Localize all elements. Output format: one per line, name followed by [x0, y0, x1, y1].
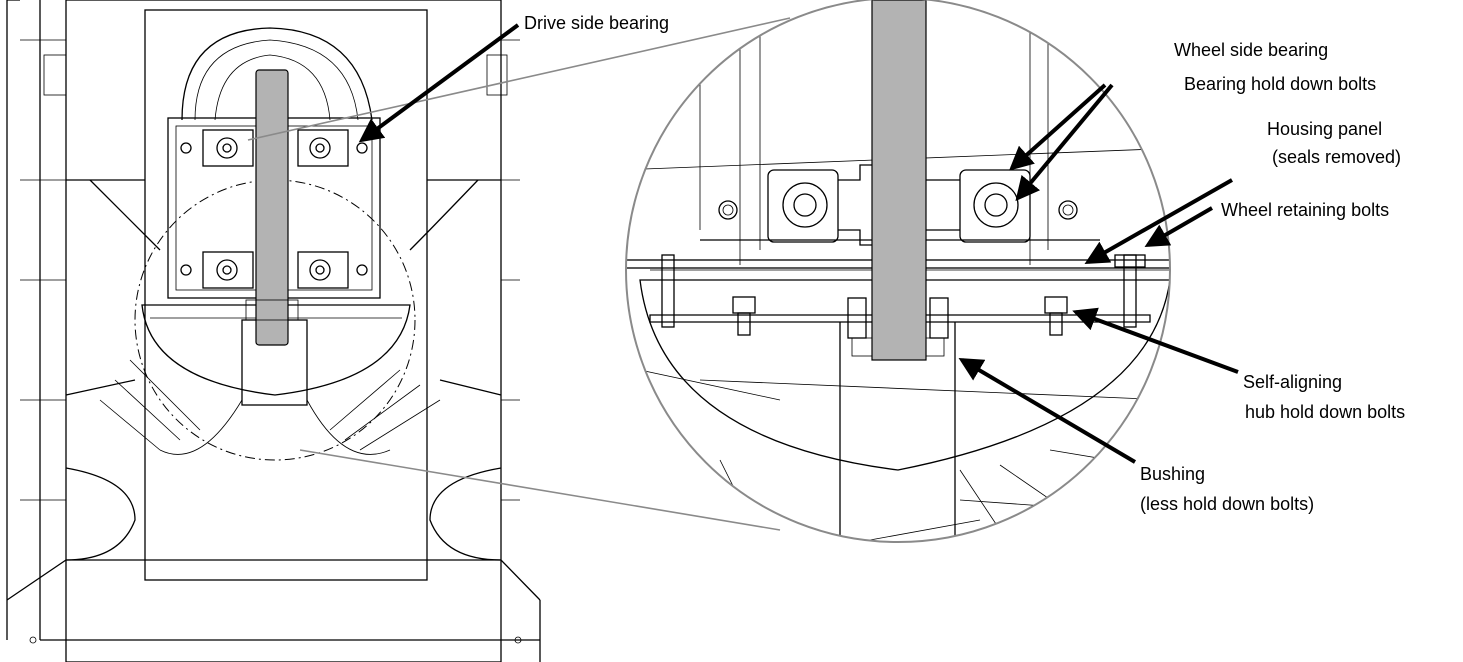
fan-overview-drawing [6, 0, 541, 662]
callout-bushing: Bushing [1140, 464, 1205, 484]
callout-seals-removed: (seals removed) [1272, 147, 1401, 167]
callout-bearing-hold-down-bolts: Bearing hold down bolts [1184, 74, 1376, 94]
callout-arrows [358, 23, 1239, 464]
callout-wheel-side-bearing: Wheel side bearing [1174, 40, 1328, 60]
callout-self-aligning: Self-aligning [1243, 372, 1342, 392]
bearing-detail-zoom [625, 0, 1171, 543]
callout-drive-side-bearing: Drive side bearing [524, 13, 669, 33]
callout-wheel-retaining-bolts: Wheel retaining bolts [1221, 200, 1389, 220]
callout-hub-hold-down-bolts: hub hold down bolts [1245, 402, 1405, 422]
callout-less-hold-down-bolts: (less hold down bolts) [1140, 494, 1314, 514]
callout-housing-panel: Housing panel [1267, 119, 1382, 139]
